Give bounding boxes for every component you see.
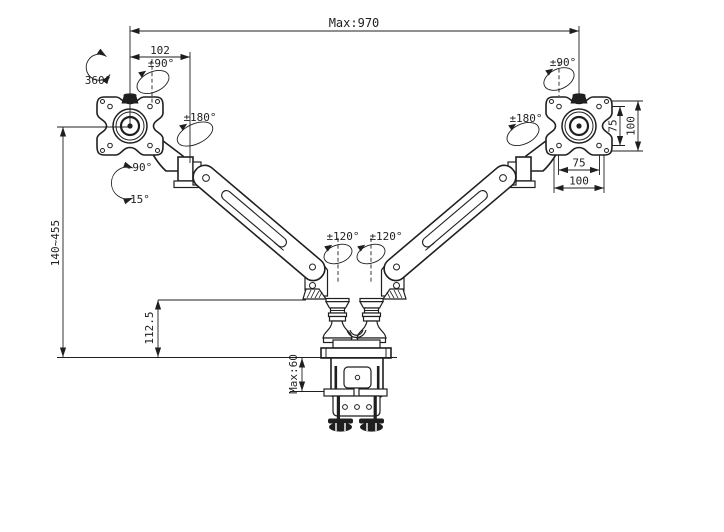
label-left-swivel-180: ±180° bbox=[183, 111, 216, 124]
label-vesa-h-100: 100 bbox=[569, 175, 589, 188]
label-vesa-h-75: 75 bbox=[572, 157, 585, 170]
clamp-pad-left bbox=[328, 418, 353, 432]
clamp-screw-left bbox=[336, 396, 340, 419]
dim-height-range bbox=[57, 126, 131, 357]
label-head-offset: 102 bbox=[150, 44, 170, 57]
label-right-arm-120: ±120° bbox=[369, 230, 402, 243]
left-pivot-ellipse bbox=[136, 69, 170, 95]
dimension-lines bbox=[57, 27, 643, 392]
dim-clamp-max bbox=[290, 358, 326, 392]
riser-column bbox=[322, 297, 353, 344]
left-arm-assembly bbox=[96, 93, 353, 344]
dim-vesa-horizontal-100 bbox=[553, 155, 605, 193]
label-clamp-max: Max:60 bbox=[287, 354, 300, 394]
label-pivot-height: 112.5 bbox=[143, 311, 156, 344]
label-tilt-up: -90° bbox=[126, 161, 153, 174]
cable-clip bbox=[346, 329, 367, 339]
base-upper-plate bbox=[332, 339, 381, 349]
clamp-pad-right bbox=[359, 418, 384, 432]
clamp-slot-left bbox=[334, 366, 338, 391]
label-tilt-down: 15° bbox=[130, 193, 150, 206]
label-height-range: 140~455 bbox=[49, 220, 62, 266]
base-clamp bbox=[320, 329, 392, 432]
label-vesa-v-75: 75 bbox=[607, 119, 620, 132]
label-left-arm-120: ±120° bbox=[326, 230, 359, 243]
clamp-screw-right bbox=[373, 396, 377, 419]
label-right-pivot-90: ±90° bbox=[550, 56, 577, 69]
clamp-plate bbox=[343, 366, 372, 389]
dim-vesa-vertical-100 bbox=[612, 100, 643, 152]
label-vesa-v-100: 100 bbox=[625, 116, 638, 136]
clamp-plate-hole bbox=[354, 374, 361, 381]
clamp-slot-right bbox=[376, 366, 380, 391]
base-flange bbox=[320, 347, 392, 359]
right-arm-swivel-ellipse bbox=[356, 243, 386, 265]
label-left-pivot-90: ±90° bbox=[148, 57, 175, 70]
right-pivot-ellipse bbox=[543, 67, 575, 91]
gas-spring-arm bbox=[192, 164, 326, 282]
rotation-360-arrow bbox=[85, 48, 111, 85]
dim-pivot-height bbox=[154, 299, 306, 357]
rotation-annotations bbox=[85, 48, 575, 284]
clamp-bar-left bbox=[323, 388, 355, 397]
label-max-reach: Max:970 bbox=[329, 16, 380, 30]
arm-top-pivot bbox=[202, 174, 210, 182]
arm-bottom-pivot-1 bbox=[309, 263, 316, 271]
left-arm-swivel-ellipse bbox=[323, 243, 353, 265]
elbow-joint bbox=[177, 156, 194, 182]
label-right-swivel-180: ±180° bbox=[509, 112, 542, 125]
reference-lines bbox=[57, 26, 580, 358]
tilt-arc-arrow bbox=[111, 161, 134, 205]
vesa-holes bbox=[100, 99, 160, 153]
right-arm-assembly bbox=[355, 92, 614, 344]
clamp-bar-right bbox=[358, 388, 388, 397]
left-swivel-ellipse bbox=[176, 121, 214, 147]
labels: Max:970 102 ±90° 360° ±180° -90° 15° ±12… bbox=[49, 16, 638, 394]
clamp-jaw bbox=[332, 395, 381, 417]
right-swivel-ellipse bbox=[506, 121, 540, 147]
label-rotation-360: 360° bbox=[85, 74, 112, 87]
